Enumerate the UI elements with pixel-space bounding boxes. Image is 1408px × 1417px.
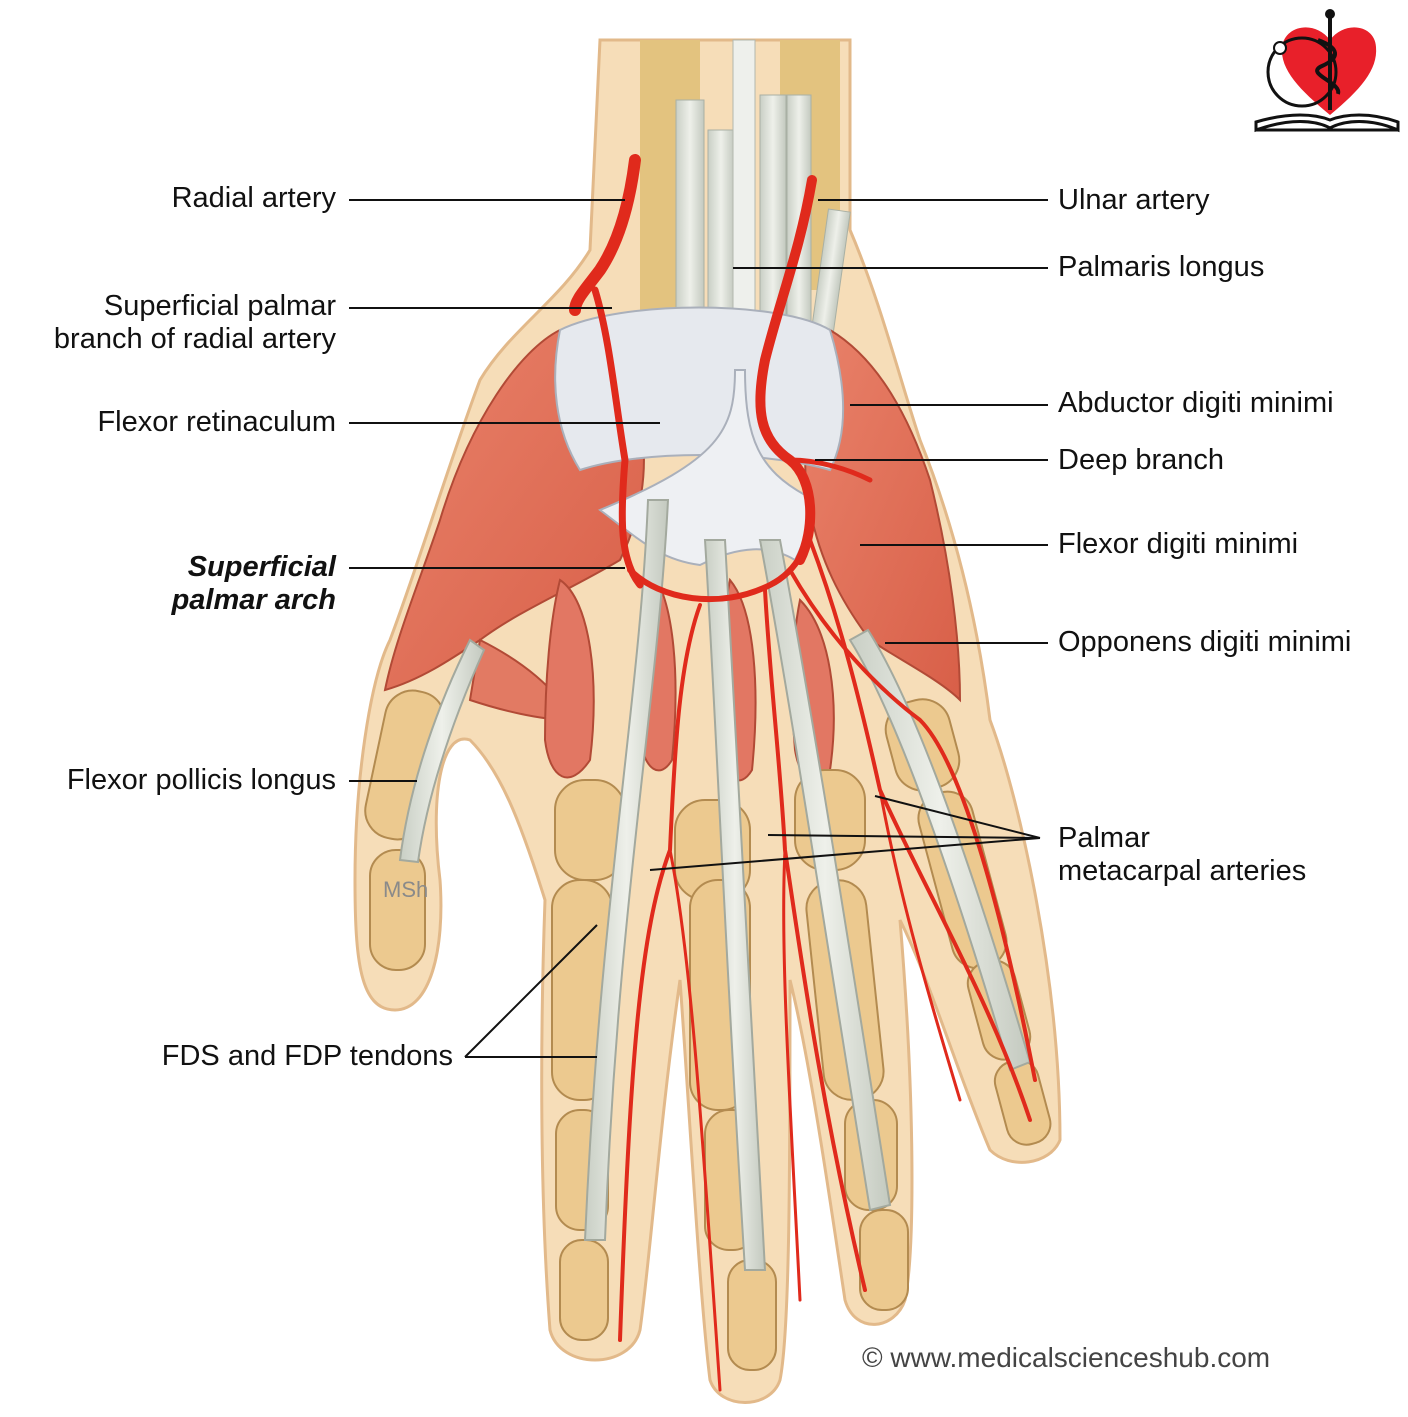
- copyright-credit: © www.medicalscienceshub.com: [862, 1342, 1271, 1373]
- label-fds-fdp-tendons: FDS and FDP tendons: [161, 1040, 453, 1072]
- flexor-retinaculum: [554, 306, 845, 472]
- label-ulnar-artery: Ulnar artery: [1058, 184, 1210, 216]
- leader-lines: [349, 199, 1048, 1058]
- label-flexor-retinaculum: Flexor retinaculum: [97, 406, 336, 438]
- arteries: [569, 154, 1037, 1392]
- ulnar-artery-vessel: [755, 175, 817, 565]
- label-palmar-metacarpal-arteries-line1: Palmar: [1058, 822, 1150, 854]
- stethoscope-icon: [1266, 36, 1338, 108]
- label-superficial-palmar-arch-line2: palmar arch: [171, 584, 336, 616]
- label-superficial-palmar-branch-line2: branch of radial artery: [53, 323, 336, 355]
- label-flexor-pollicis-longus: Flexor pollicis longus: [66, 764, 336, 796]
- digital-tendons: [398, 499, 1032, 1271]
- label-abductor-digiti-minimi: Abductor digiti minimi: [1058, 387, 1334, 419]
- label-radial-artery: Radial artery: [171, 182, 336, 214]
- superficial-palmar-branch-vessel: [591, 286, 644, 589]
- label-palmaris-longus: Palmaris longus: [1058, 251, 1265, 283]
- label-superficial-palmar-arch-line1: Superficial: [187, 551, 336, 583]
- palmar-arch-vessel: [627, 517, 815, 603]
- label-opponens-digiti-minimi: Opponens digiti minimi: [1058, 626, 1352, 658]
- heart-caduceus-logo: [1254, 9, 1400, 133]
- label-flexor-digiti-minimi: Flexor digiti minimi: [1058, 528, 1299, 560]
- open-book-icon: [1254, 113, 1400, 133]
- deep-branch-vessel: [787, 457, 873, 483]
- label-deep-branch: Deep branch: [1058, 444, 1225, 476]
- label-palmar-metacarpal-arteries-line2: metacarpal arteries: [1058, 855, 1307, 887]
- label-superficial-palmar-branch-line1: Superficial palmar: [103, 290, 336, 322]
- radial-artery-vessel: [569, 154, 641, 316]
- artist-signature: MSh: [383, 877, 429, 902]
